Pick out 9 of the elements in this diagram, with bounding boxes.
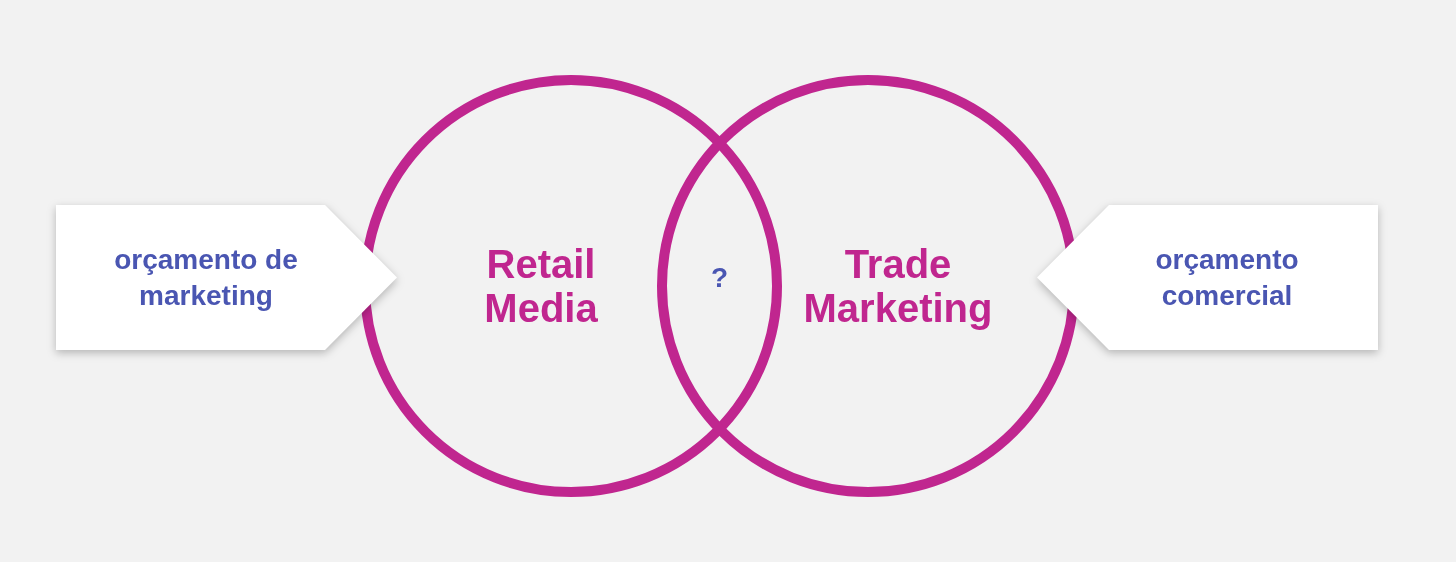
circle-title: Retail Media xyxy=(483,242,599,330)
overlap-question-mark: ? xyxy=(711,262,729,294)
circle-title: Trade Marketing xyxy=(802,242,994,330)
budget-label: orçamento de marketing xyxy=(113,242,299,313)
arrow-tag xyxy=(1037,205,1378,350)
arrow-tag xyxy=(56,205,397,350)
venn-circle xyxy=(657,75,1079,497)
venn-circle xyxy=(360,75,782,497)
budget-label: orçamento comercial xyxy=(1154,242,1300,313)
